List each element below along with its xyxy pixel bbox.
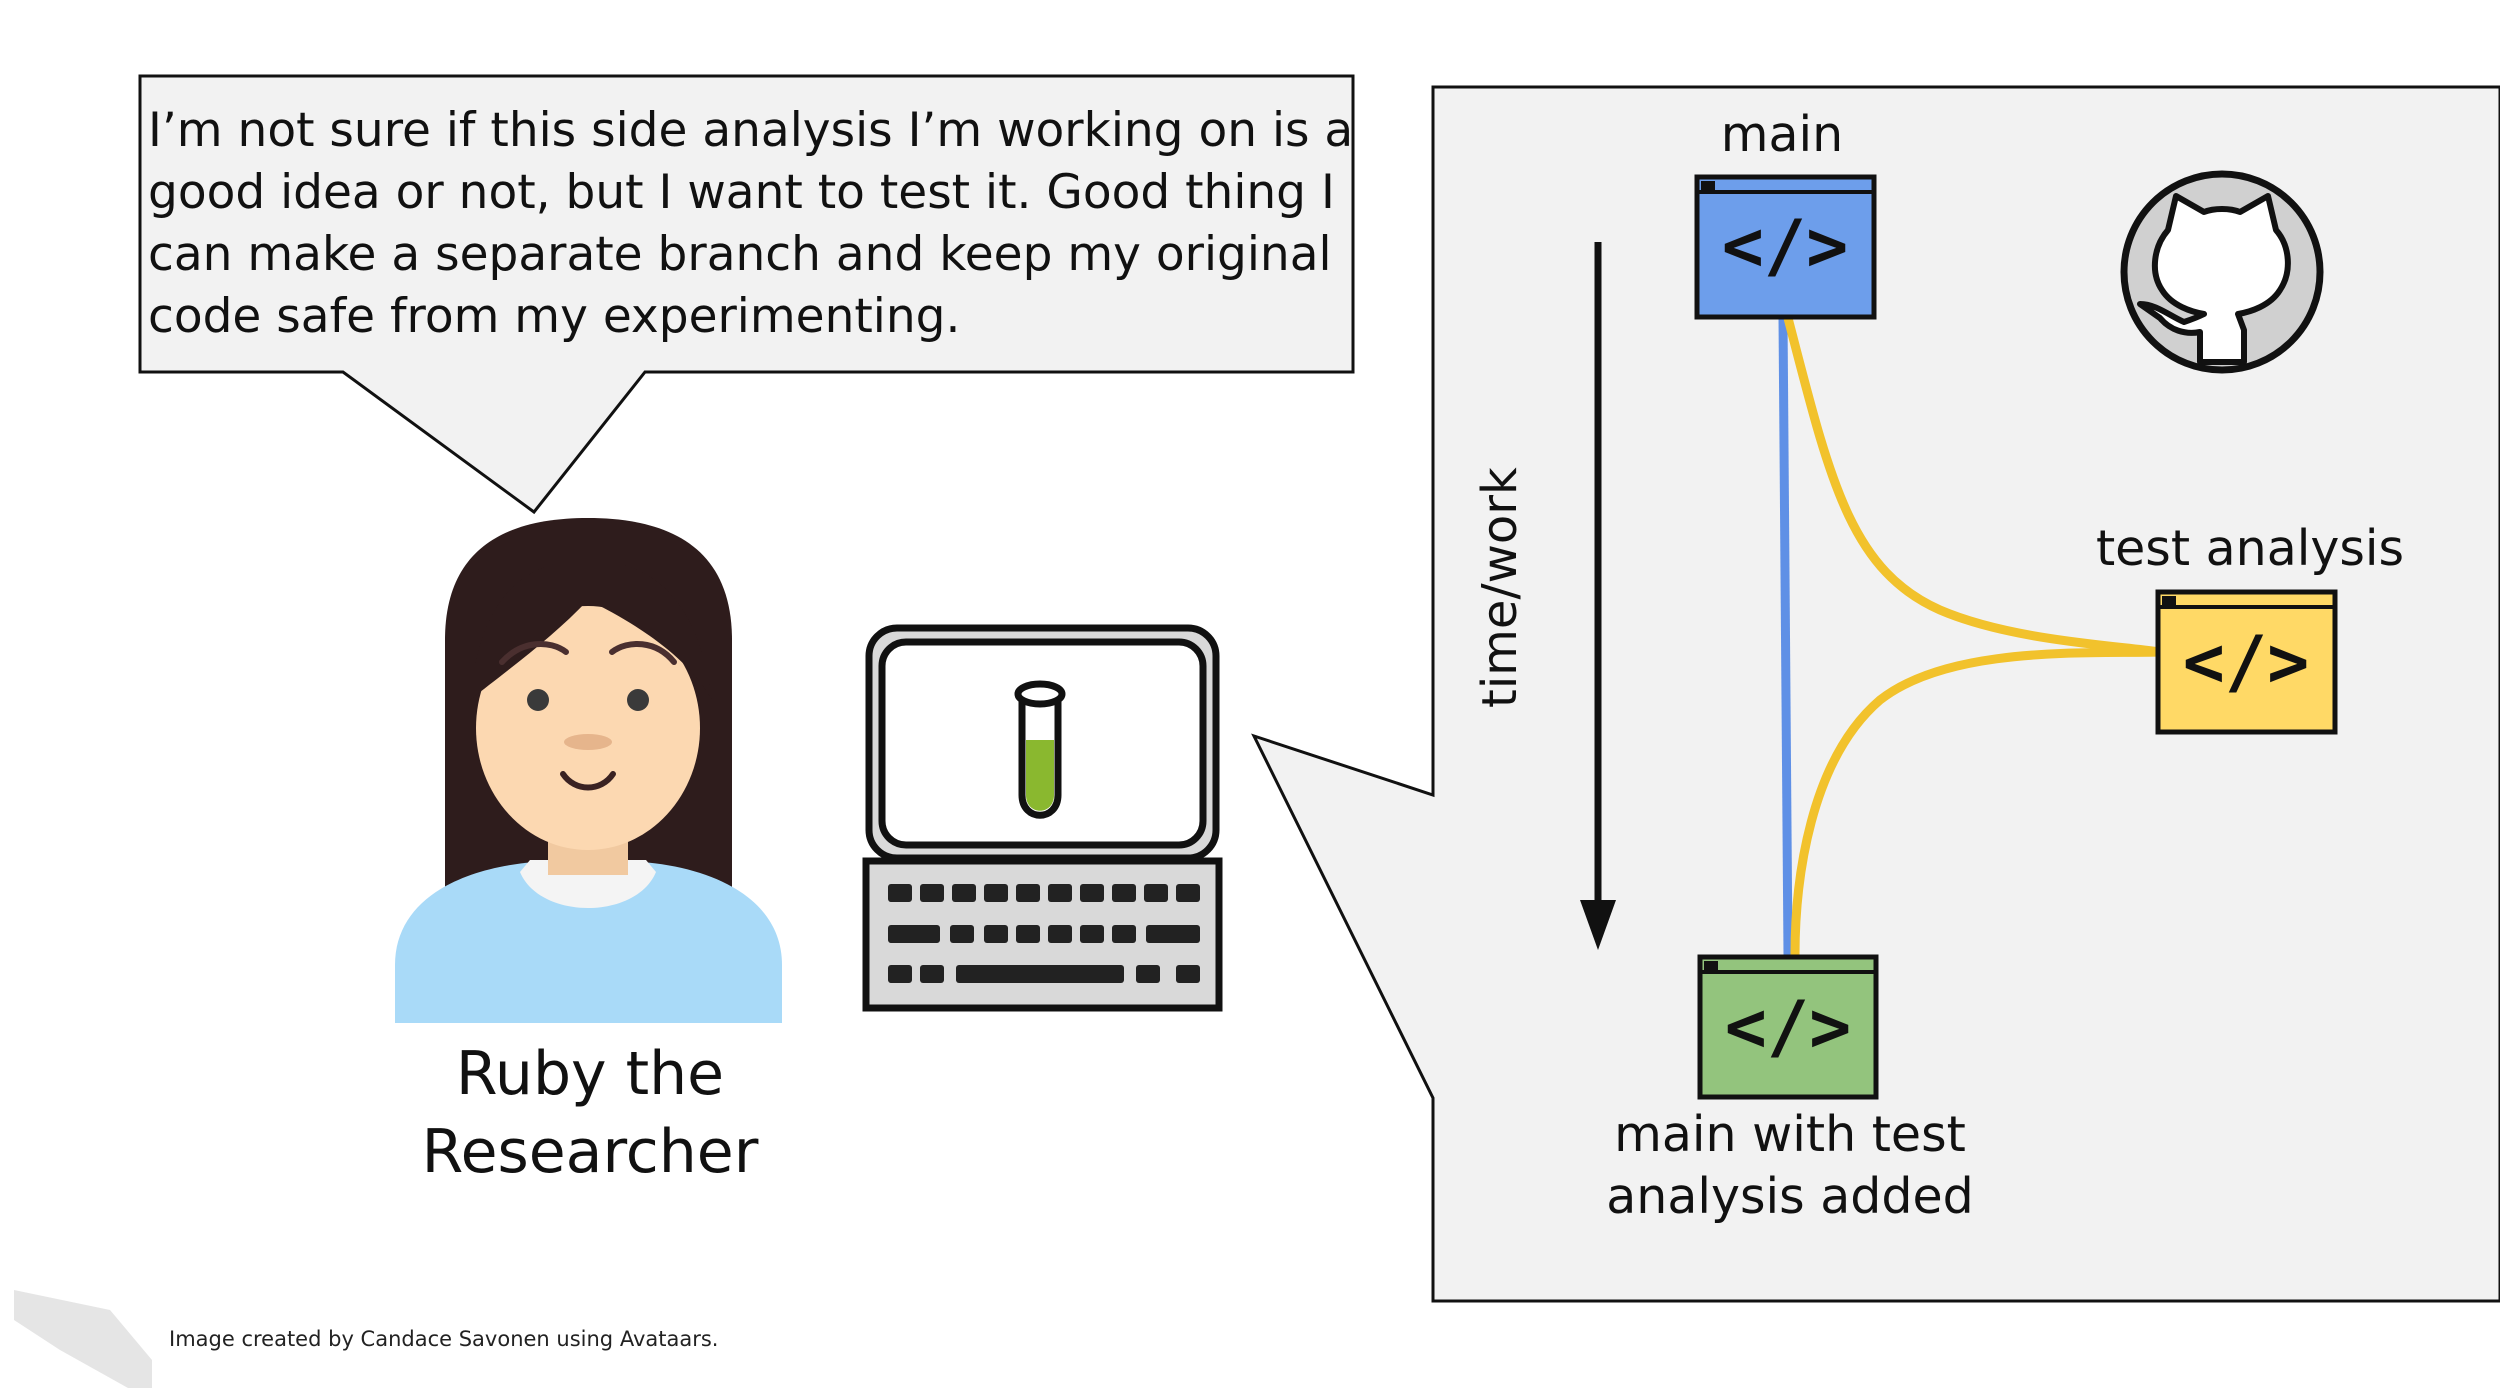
logo-mark bbox=[14, 1290, 152, 1388]
github-icon bbox=[2120, 170, 2324, 374]
person-name: Ruby the Researcher bbox=[330, 1035, 850, 1191]
image-credit: Image created by Candace Savonen using A… bbox=[169, 1327, 719, 1351]
test-branch-label: test analysis bbox=[2095, 520, 2405, 577]
speech-text: I’m not sure if this side analysis I’m w… bbox=[148, 103, 1354, 344]
merged-label-line2: analysis added bbox=[1606, 1168, 1974, 1225]
merged-label-line1: main with test bbox=[1614, 1106, 1966, 1163]
person-name-line1: Ruby the bbox=[455, 1039, 725, 1109]
merged-branch-label: main with test analysis added bbox=[1580, 1104, 2000, 1228]
test-code-glyph: </> bbox=[2183, 621, 2309, 703]
test-tube-icon bbox=[1014, 680, 1066, 819]
main-branch-line bbox=[1778, 317, 1793, 956]
test-branch-out-line bbox=[1783, 316, 2161, 657]
computer-icon bbox=[862, 624, 1223, 1012]
person-name-line2: Researcher bbox=[421, 1117, 759, 1187]
keyboard-keys bbox=[888, 884, 1200, 983]
test-branch-merge-line bbox=[1790, 647, 2161, 956]
merged-code-glyph: </> bbox=[1725, 986, 1851, 1068]
time-arrow-head bbox=[1580, 900, 1616, 950]
main-code-window: </> bbox=[1694, 174, 1877, 320]
diagram-panel bbox=[1251, 85, 2500, 1303]
speech-bubble bbox=[138, 74, 1355, 515]
merged-code-window: </> bbox=[1697, 954, 1879, 1100]
person-avatar bbox=[395, 518, 782, 1023]
time-axis-label: time/work bbox=[1472, 467, 1528, 708]
main-code-glyph: </> bbox=[1722, 205, 1848, 287]
main-branch-label: main bbox=[1720, 106, 1844, 163]
test-code-window: </> bbox=[2155, 589, 2338, 735]
